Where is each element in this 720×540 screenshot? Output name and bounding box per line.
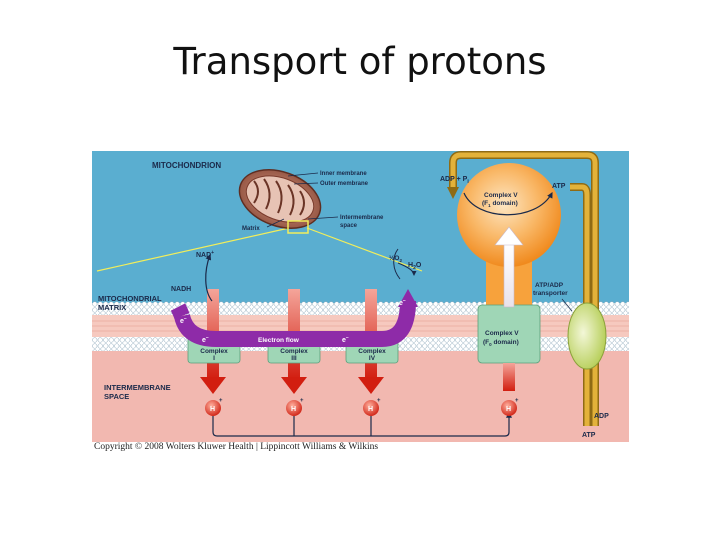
proton-circle (363, 400, 379, 416)
nadh-label: NADH (171, 286, 191, 293)
adp-pi-label: ADP + Pi (440, 176, 469, 185)
slide-title: Transport of protons (173, 40, 547, 83)
complex-4-number: IV (369, 355, 376, 362)
proton-circle (501, 400, 517, 416)
electron-label: e− (342, 335, 349, 344)
electron-label: e− (399, 298, 406, 307)
transporter-leader (561, 298, 573, 312)
complex-v-f0-label-line2: (F0 domain) (483, 339, 519, 347)
intermembrane-label-line2: space (340, 223, 358, 229)
complex-4-name: Complex (358, 348, 386, 355)
complex-3-number: III (291, 355, 297, 362)
intermembrane-region (92, 351, 629, 442)
oxygen-to-water-arrow (397, 262, 417, 276)
mitochondrion-inset (238, 169, 322, 234)
proton-circle (286, 400, 302, 416)
inset-leaders (266, 172, 339, 228)
oxygen-arrow-stem (393, 248, 401, 280)
complex-1-name: Complex (200, 348, 228, 355)
transporter-label-line2: transporter (533, 290, 568, 297)
proton-label: H (291, 406, 296, 413)
half-oxygen-label: ½O2 (389, 254, 402, 263)
complex-v-f0-label-line1: Complex V (485, 330, 519, 337)
electron-flow-arrowhead (398, 289, 418, 307)
electron-flow-label: Electron flow (258, 337, 300, 344)
inner-membrane-label: Inner membrane (320, 171, 367, 177)
electron-flow-path (174, 300, 416, 347)
complex-v-f1-label-line2: (F1 domain) (482, 200, 518, 208)
proton-charge: + (377, 398, 381, 404)
complex-v-f1-label-line1: Complex V (484, 192, 518, 199)
proton-circle (205, 400, 221, 416)
electron-label: e− (202, 335, 209, 344)
mitochondrion-label: MITOCHONDRION (152, 161, 221, 170)
proton-label: H (368, 406, 373, 413)
complex-3-name: Complex (280, 348, 308, 355)
atp-top-label: ATP (552, 183, 566, 190)
zoom-lines (96, 227, 423, 272)
proton-return-connectors (293, 415, 372, 436)
proton-circles (205, 400, 517, 416)
ims-label-line2: SPACE (104, 392, 129, 401)
transporter-tubes (447, 151, 599, 426)
water-label: H2O (408, 262, 422, 271)
proton-charge: + (300, 398, 304, 404)
atp-adp-transporter (567, 302, 607, 370)
electron-flow-tail (170, 303, 190, 319)
ims-label-line1: INTERMEMBRANE (104, 383, 171, 392)
electron-label: e− (180, 316, 187, 325)
adp-bottom-label: ADP (594, 413, 609, 420)
intermembrane-label-line1: Intermembrane (340, 215, 384, 221)
atp-bottom-label: ATP (582, 432, 596, 439)
electron-transport-diagram: MITOCHONDRION MITOCHONDRIAL MATRIX INTER… (92, 151, 629, 442)
transporter-label-line1: ATP/ADP (535, 282, 564, 289)
atp-synthesis-arrow (463, 191, 553, 216)
nadh-arrow (205, 253, 213, 302)
matrix-label-line2: MATRIX (98, 303, 126, 312)
outer-membrane-label: Outer membrane (320, 181, 369, 187)
proton-label: H (210, 406, 215, 413)
complex-1-number: I (213, 355, 215, 362)
matrix-inset-label: Matrix (242, 226, 260, 232)
proton-label: H (506, 406, 511, 413)
proton-charge: + (219, 398, 223, 404)
proton-charge: + (515, 398, 519, 404)
nad-label: NAD+ (196, 250, 214, 259)
proton-return-line (212, 411, 512, 437)
copyright-notice: Copyright © 2008 Wolters Kluwer Health |… (94, 442, 379, 452)
matrix-label-line1: MITOCHONDRIAL (98, 294, 162, 303)
